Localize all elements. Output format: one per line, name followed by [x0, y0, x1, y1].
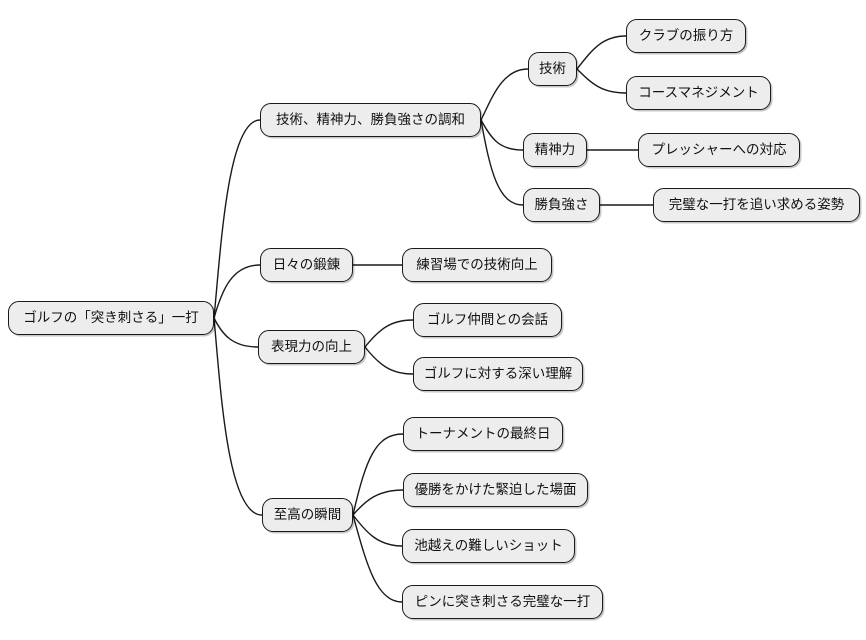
edge-supreme-to-water-hazard-shot: [352, 514, 403, 547]
node-water-hazard-shot: 池越えの難しいショット: [402, 529, 575, 563]
edge-skill-to-club-swing: [576, 35, 627, 70]
node-pin-piercing-shot: ピンに突き刺さる完璧な一打: [402, 585, 603, 619]
node-root: ゴルフの「突き刺さる」一打: [8, 301, 214, 335]
node-supreme-moment: 至高の瞬間: [262, 498, 353, 532]
edge-root-to-daily-training: [213, 264, 261, 319]
edge-harmony-to-skill: [480, 68, 529, 121]
edge-supreme-to-championship-scene: [352, 489, 404, 516]
node-practice-range: 練習場での技術向上: [402, 248, 552, 282]
edge-supreme-to-pin-piercing-shot: [352, 514, 403, 603]
node-perfect-shot-pursuit: 完璧な一打を追い求める姿勢: [653, 188, 860, 222]
edge-harmony-to-clutch: [480, 119, 524, 206]
node-club-swing: クラブの振り方: [626, 19, 746, 53]
edge-harmony-to-mental: [480, 119, 524, 151]
node-golf-friends-talk: ゴルフ仲間との会話: [413, 303, 562, 337]
node-golf-understanding: ゴルフに対する深い理解: [413, 357, 583, 391]
node-mental: 精神力: [523, 133, 587, 167]
edge-expression-to-golf-understanding: [364, 346, 414, 375]
edge-root-to-harmony: [213, 119, 261, 319]
edge-expression-to-golf-friends: [364, 319, 414, 348]
edge-root-to-expression: [213, 317, 259, 348]
node-course-management: コースマネジメント: [626, 76, 771, 110]
node-pressure-response: プレッシャーへの対応: [638, 133, 800, 167]
edge-supreme-to-tournament-final: [352, 433, 404, 516]
edge-skill-to-course-management: [576, 68, 627, 94]
node-championship-tension: 優勝をかけた緊迫した場面: [403, 473, 588, 507]
node-harmony: 技術、精神力、勝負強さの調和: [260, 103, 481, 137]
node-tournament-final-day: トーナメントの最終日: [403, 417, 563, 451]
node-clutch: 勝負強さ: [523, 188, 600, 222]
node-skill: 技術: [528, 52, 577, 86]
node-expression: 表現力の向上: [258, 330, 365, 364]
node-daily-training: 日々の鍛錬: [260, 248, 353, 282]
edge-root-to-supreme-moment: [213, 317, 263, 516]
